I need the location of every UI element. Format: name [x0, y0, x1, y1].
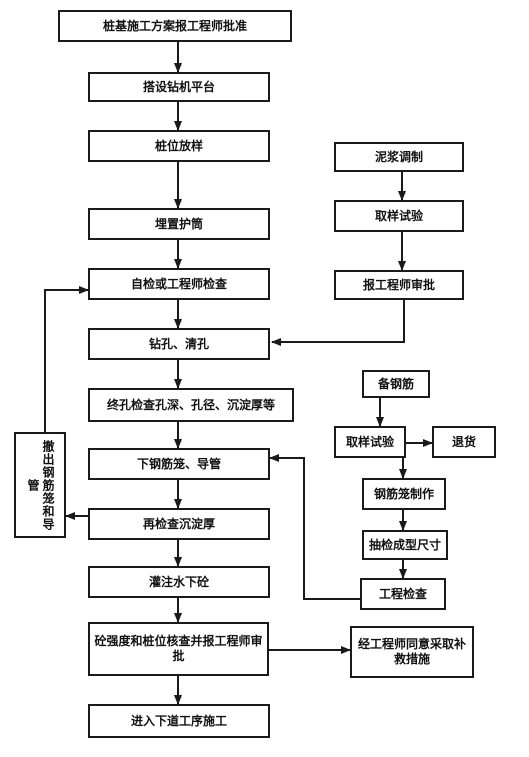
arrow-mud-report-to-drill	[271, 300, 405, 346]
layout-box: 桩位放样	[88, 130, 270, 162]
drill-box: 钻孔、清孔	[88, 328, 270, 360]
recheck-box: 再检查沉淀厚	[88, 508, 270, 540]
platform-box: 搭设钻机平台	[88, 72, 270, 102]
arrow-inspect-to-cage	[269, 454, 360, 600]
mud-make-box: 泥浆调制	[334, 142, 464, 172]
mud-sample-box: 取样试验	[334, 200, 464, 232]
cage-box: 下钢筋笼、导管	[88, 448, 270, 480]
final-check-box: 终孔检查孔深、孔径、沉淀厚等	[88, 388, 294, 422]
pour-box: 灌注水下砼	[88, 566, 270, 598]
steel-make-box: 钢筋笼制作	[362, 478, 446, 510]
withdraw-label: 撤出钢筋笼和导管	[26, 439, 55, 531]
steel-return-box: 退货	[432, 426, 496, 458]
selfcheck-box: 自检或工程师检查	[88, 268, 270, 300]
casing-box: 埋置护筒	[88, 208, 270, 240]
remedy-box: 经工程师同意采取补救措施	[350, 626, 474, 678]
steel-spot-box: 抽检成型尺寸	[362, 530, 448, 560]
steel-sample-box: 取样试验	[334, 426, 406, 458]
steel-inspect-box: 工程检查	[360, 578, 446, 610]
mud-report-box: 报工程师审批	[334, 270, 464, 300]
steel-prepare-box: 备钢筋	[362, 370, 430, 398]
next-box: 进入下道工序施工	[88, 704, 270, 738]
arrow-withdraw-to-selfcheck	[44, 286, 89, 432]
approve-box: 桩基施工方案报工程师批准	[58, 10, 292, 42]
withdraw-box: 撤出钢筋笼和导管	[14, 432, 66, 538]
strength-box: 砼强度和桩位核查并报工程师审批	[88, 622, 269, 676]
